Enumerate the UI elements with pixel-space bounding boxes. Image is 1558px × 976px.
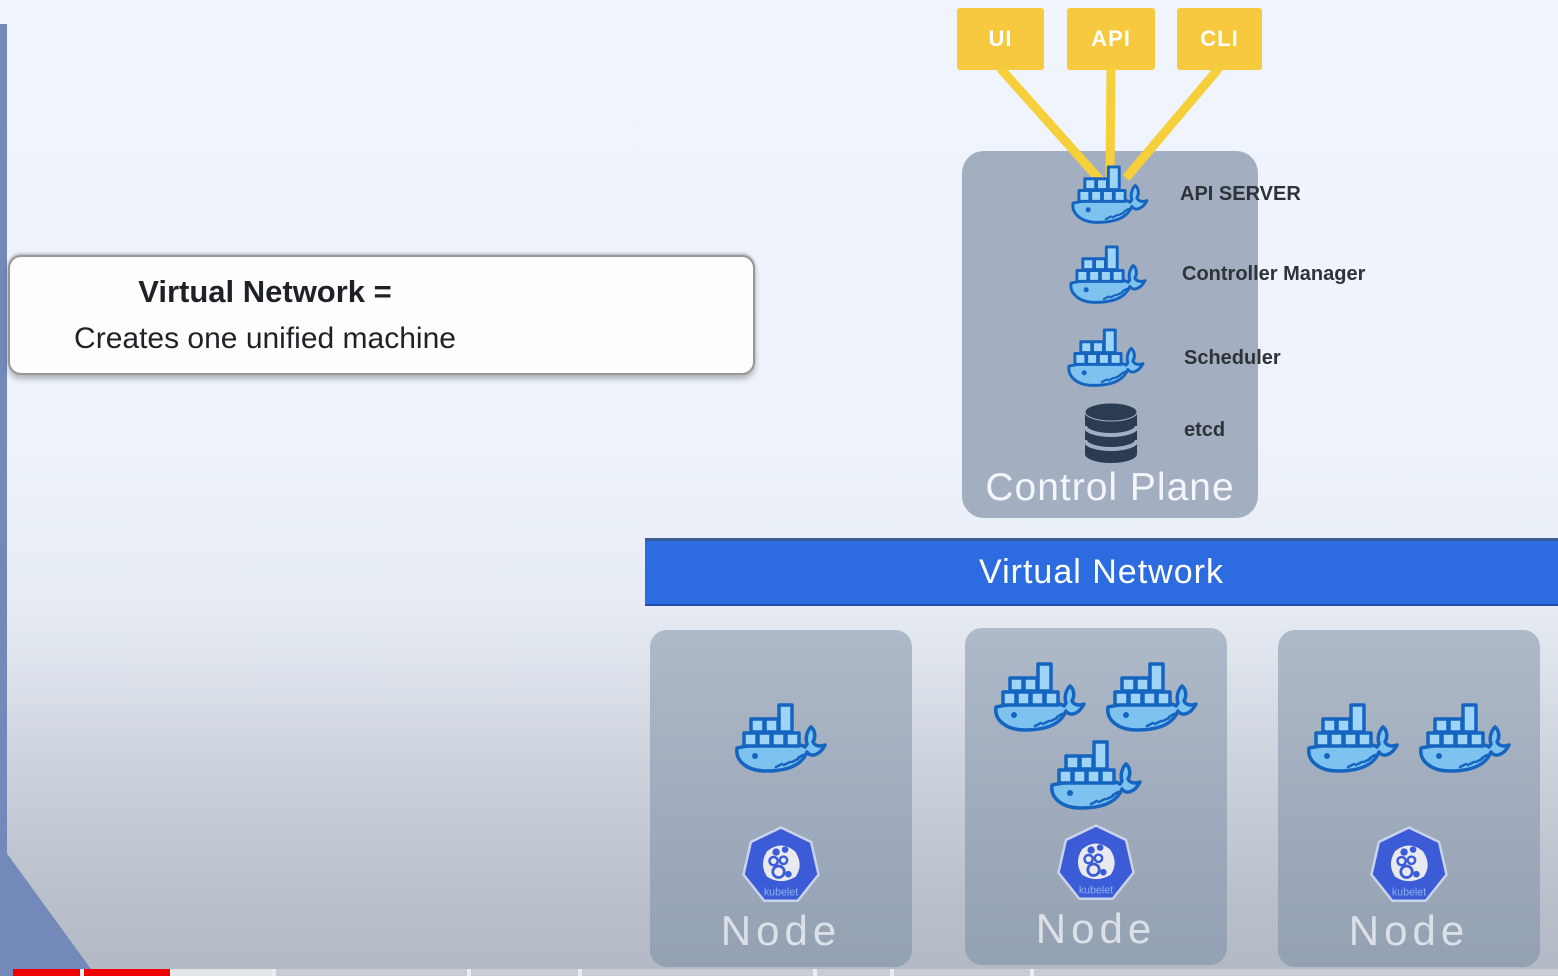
- kubelet-icon: [1055, 821, 1137, 907]
- progress-segment[interactable]: [276, 969, 467, 976]
- slide-corner-triangle: [0, 844, 96, 976]
- progress-segment[interactable]: [13, 969, 80, 976]
- docker-whale-icon: [1064, 323, 1148, 389]
- client-box-cli: CLI: [1177, 8, 1262, 70]
- component-label-api-server: API SERVER: [1180, 183, 1301, 205]
- node-box-3: Node: [1278, 630, 1540, 967]
- component-label-controller-manager: Controller Manager: [1182, 263, 1366, 285]
- slide-edge-stripe: [0, 24, 7, 976]
- progress-segment[interactable]: [582, 969, 813, 976]
- control-plane-title: Control Plane: [985, 466, 1235, 509]
- progress-segment[interactable]: [84, 969, 170, 976]
- docker-whale-icon: [1066, 240, 1150, 306]
- node-2-containers: [975, 646, 1217, 822]
- node-box-1: Node: [650, 630, 912, 967]
- progress-segment[interactable]: [1034, 969, 1558, 976]
- node-box-2: Node: [965, 628, 1227, 965]
- docker-whale-icon: [1303, 697, 1403, 775]
- client-label: UI: [988, 26, 1013, 51]
- callout-title: Virtual Network =: [138, 274, 392, 309]
- docker-whale-icon: [1068, 160, 1152, 226]
- node-1-containers: [660, 648, 902, 824]
- client-label: API: [1091, 26, 1131, 51]
- component-label-etcd: etcd: [1184, 419, 1226, 441]
- progress-segment[interactable]: [471, 969, 578, 976]
- kubelet-icon: [740, 823, 822, 909]
- node-label: Node: [720, 907, 842, 954]
- progress-segment[interactable]: [817, 969, 890, 976]
- video-progress-bar[interactable]: [0, 969, 1558, 976]
- docker-whale-icon: [1046, 734, 1146, 812]
- component-label-scheduler: Scheduler: [1184, 347, 1281, 369]
- client-label: CLI: [1200, 26, 1239, 51]
- node-label: Node: [1348, 907, 1470, 954]
- callout-subtitle: Creates one unified machine: [74, 321, 456, 355]
- client-box-ui: UI: [957, 8, 1044, 70]
- virtual-network-label: Virtual Network: [979, 552, 1224, 591]
- connector-lines: [996, 65, 1223, 183]
- virtual-network-bar: Virtual Network: [645, 538, 1558, 606]
- node-3-containers: [1288, 648, 1530, 824]
- node-label: Node: [1035, 905, 1157, 952]
- callout-box: Virtual Network = Creates one unified ma…: [8, 255, 755, 375]
- database-icon: [1082, 400, 1140, 468]
- kubelet-icon: [1368, 823, 1450, 909]
- docker-whale-icon: [1102, 656, 1202, 734]
- docker-whale-icon: [990, 656, 1090, 734]
- docker-whale-icon: [1415, 697, 1515, 775]
- client-box-api: API: [1067, 8, 1155, 70]
- progress-segment[interactable]: [172, 969, 272, 976]
- docker-whale-icon: [731, 697, 831, 775]
- callout-text: Virtual Network = Creates one unified ma…: [10, 269, 520, 361]
- progress-segment[interactable]: [894, 969, 1030, 976]
